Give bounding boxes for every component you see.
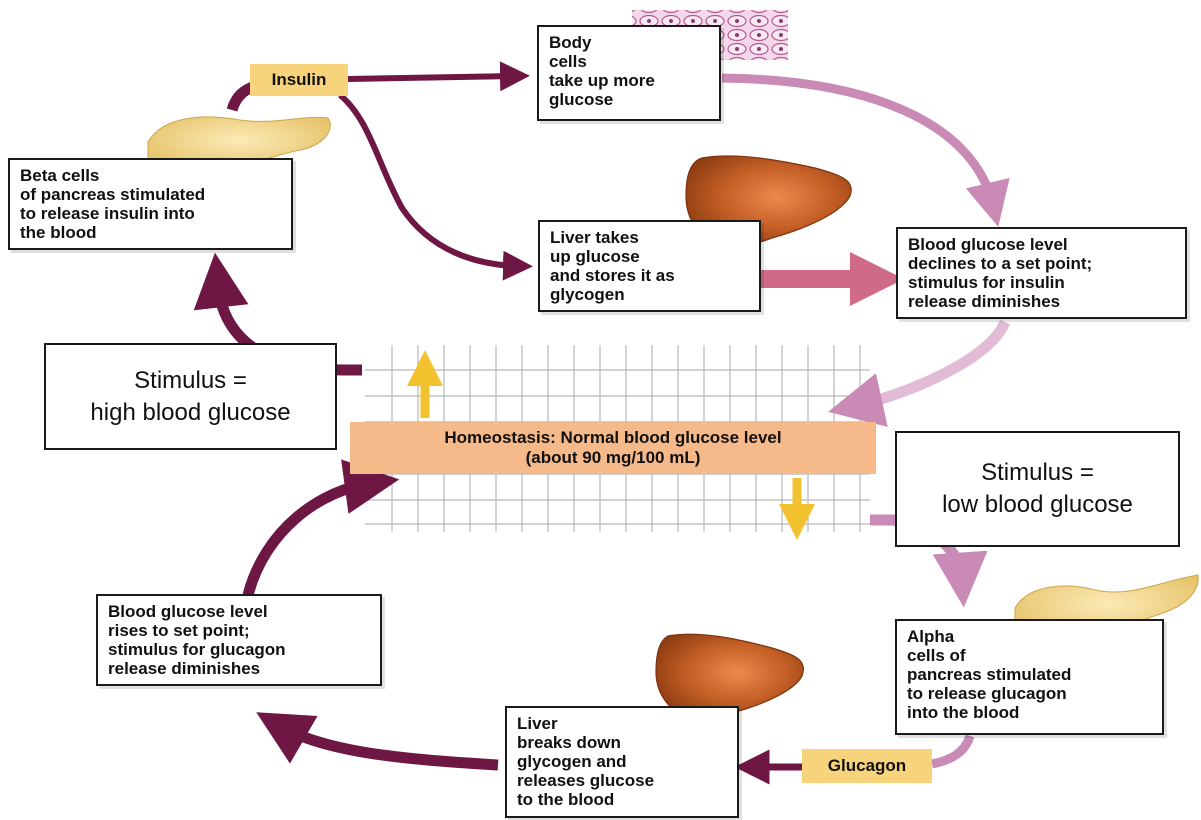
stimulus-high-box: Stimulus = high blood glucose [44, 343, 337, 450]
arrow-rises-to-homeostasis [248, 483, 372, 595]
arrow-insulin-to-body-cells [348, 76, 515, 79]
box-alpha-cells: Alpha cells of pancreas stimulated to re… [895, 619, 1164, 735]
box-liver-breaks-down: Liver breaks down glycogen and releases … [505, 706, 739, 818]
arrow-liver-to-rises [280, 726, 498, 765]
arrow-alpha-to-glucagon [932, 736, 970, 764]
stimulus-low-box: Stimulus = low blood glucose [895, 431, 1180, 547]
box-level-declines: Blood glucose level declines to a set po… [896, 227, 1187, 319]
box-body-cells: Body cells take up more glucose [537, 25, 721, 121]
homeostasis-label: Homeostasis: Normal blood glucose level … [350, 422, 876, 474]
box-beta-cells: Beta cells of pancreas stimulated to rel… [8, 158, 293, 250]
arrow-declines-to-homeostasis [855, 322, 1005, 406]
arrow-insulin-to-liver [340, 95, 518, 266]
glucagon-label: Glucagon [802, 749, 932, 783]
box-level-rises: Blood glucose level rises to set point; … [96, 594, 382, 686]
insulin-label: Insulin [250, 64, 348, 96]
box-liver-takes-up: Liver takes up glucose and stores it as … [538, 220, 761, 312]
